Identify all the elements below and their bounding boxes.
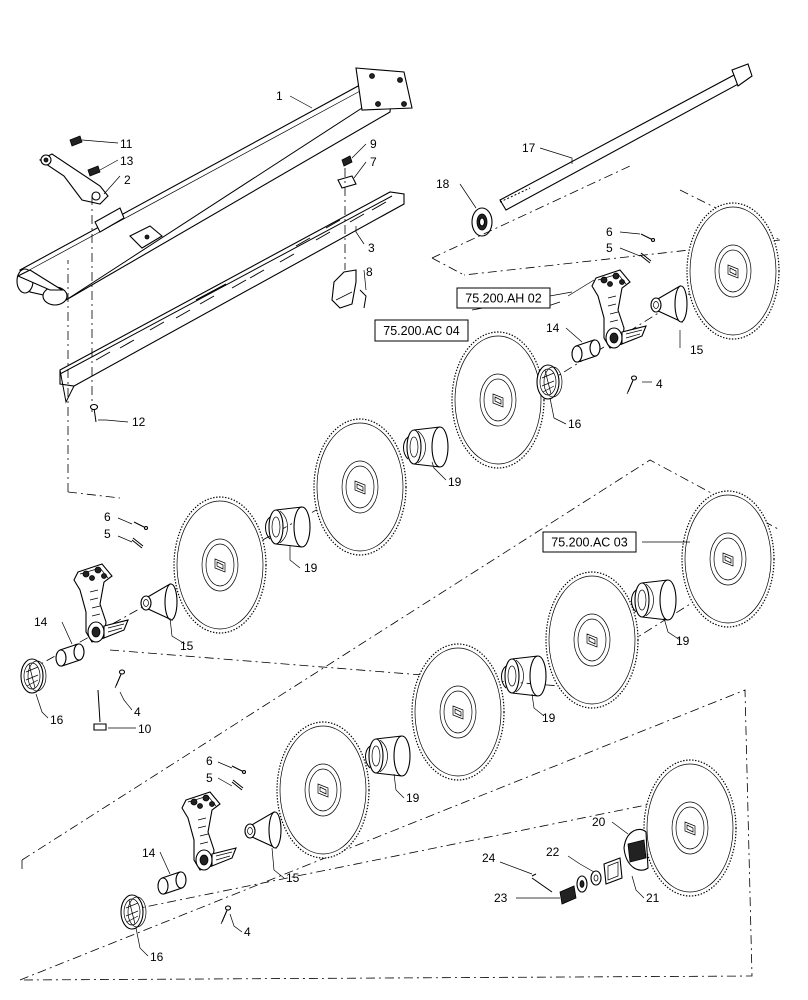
group-outline-bottom [19, 689, 753, 981]
callout-11: 11 [120, 137, 133, 151]
disc-row3-left [173, 496, 267, 634]
spacer-spool-5 [364, 735, 411, 777]
pin-6-top [640, 233, 656, 243]
bushing-2 [55, 643, 85, 667]
callout-2: 2 [124, 173, 131, 187]
spacer-spool-4 [500, 655, 547, 697]
group-outline-top [431, 165, 781, 276]
disc-row2-mid [313, 418, 407, 556]
hanger-3 [181, 791, 237, 871]
callout-13: 13 [120, 154, 134, 168]
reference-75-200-ac-03[interactable]: 75.200.AC 03 [542, 531, 637, 553]
spacer-spool-3 [630, 579, 677, 621]
svg-text:75.200.AH 02: 75.200.AH 02 [465, 292, 541, 306]
bolt-4-mid [114, 669, 126, 689]
callout-1: 1 [276, 89, 283, 103]
callout-4c: 4 [244, 925, 251, 939]
screw-12 [89, 403, 99, 423]
bearing-1 [536, 364, 563, 400]
axis-bottom [129, 789, 721, 911]
bearing-2 [20, 658, 47, 694]
disc-bottom-left [276, 721, 370, 859]
main-beam [16, 67, 413, 306]
cone-spacer-3 [244, 811, 282, 849]
callout-3: 3 [368, 241, 375, 255]
hanger-1 [591, 269, 647, 349]
reference-75-200-ah-02[interactable]: 75.200.AH 02 [456, 287, 551, 309]
bolt-4-bottom [220, 905, 232, 925]
callout-20: 20 [592, 815, 606, 829]
callout-19e: 19 [406, 791, 420, 805]
cotter-5-bottom [231, 779, 244, 791]
callout-19b: 19 [304, 561, 318, 575]
callout-6b: 6 [104, 510, 111, 524]
hanger-2 [73, 563, 129, 643]
callout-15a: 15 [690, 343, 704, 357]
slotted-rail [59, 191, 405, 404]
callout-24: 24 [482, 851, 496, 865]
callout-5c: 5 [206, 771, 213, 785]
spacer-spool-2 [264, 506, 311, 548]
pin-6-bottom [231, 765, 247, 775]
bolt-4-top [626, 375, 638, 395]
callout-7: 7 [370, 155, 377, 169]
callout-19a: 19 [448, 475, 462, 489]
svg-text:75.200.AC 04: 75.200.AC 04 [383, 324, 459, 338]
callout-23: 23 [494, 891, 508, 905]
pin-6-mid [133, 521, 149, 531]
callout-21: 21 [646, 891, 660, 905]
reference-75-200-ac-04[interactable]: 75.200.AC 04 [374, 319, 469, 342]
callout-19d: 19 [542, 711, 556, 725]
callout-5b: 5 [104, 527, 111, 541]
callout-14b: 14 [34, 615, 48, 629]
bushing-3 [157, 871, 187, 895]
callout-17: 17 [522, 141, 536, 155]
callout-6a: 6 [606, 225, 613, 239]
bushing-1 [571, 339, 601, 363]
bearing-3 [120, 894, 147, 930]
callout-15c: 15 [286, 871, 300, 885]
callout-14a: 14 [546, 321, 560, 335]
callout-14c: 14 [142, 846, 156, 860]
callout-8: 8 [366, 265, 373, 279]
callout-12: 12 [132, 415, 146, 429]
cotter-5-mid [131, 537, 144, 549]
callout-16c: 16 [150, 950, 164, 964]
svg-text:75.200.AC 03: 75.200.AC 03 [551, 536, 627, 550]
cone-spacer-2 [140, 583, 178, 621]
pivot-bracket [38, 135, 109, 205]
hub-assembly [531, 828, 649, 905]
spacer-spool-1 [402, 426, 449, 468]
long-bolt [93, 689, 107, 731]
cone-spacer-1 [650, 285, 688, 323]
disc-row4-mid [411, 643, 505, 781]
callout-6c: 6 [206, 754, 213, 768]
callout-10: 10 [138, 722, 152, 736]
callout-16b: 16 [50, 713, 64, 727]
callout-16a: 16 [568, 417, 582, 431]
disc-row4-right [545, 571, 639, 709]
callout-18: 18 [436, 177, 450, 191]
centerline-left [67, 260, 121, 499]
callout-9: 9 [370, 137, 377, 151]
drive-shaft [499, 63, 753, 211]
disc-row3-right [681, 490, 775, 628]
disc-bottom-right [643, 759, 737, 897]
callout-4a: 4 [656, 377, 663, 391]
disc-top-right [686, 202, 780, 340]
callout-19c: 19 [676, 634, 690, 648]
callout-numbers: 1 2 3 11 13 9 7 8 12 17 18 6 5 14 15 4 1… [34, 89, 704, 964]
mount-clip [331, 155, 367, 309]
callout-22: 22 [546, 845, 560, 859]
callout-15b: 15 [180, 639, 194, 653]
bearing-flange [471, 207, 493, 237]
callout-5a: 5 [606, 241, 613, 255]
disc-row2-right [451, 331, 545, 469]
callout-4b: 4 [134, 705, 141, 719]
